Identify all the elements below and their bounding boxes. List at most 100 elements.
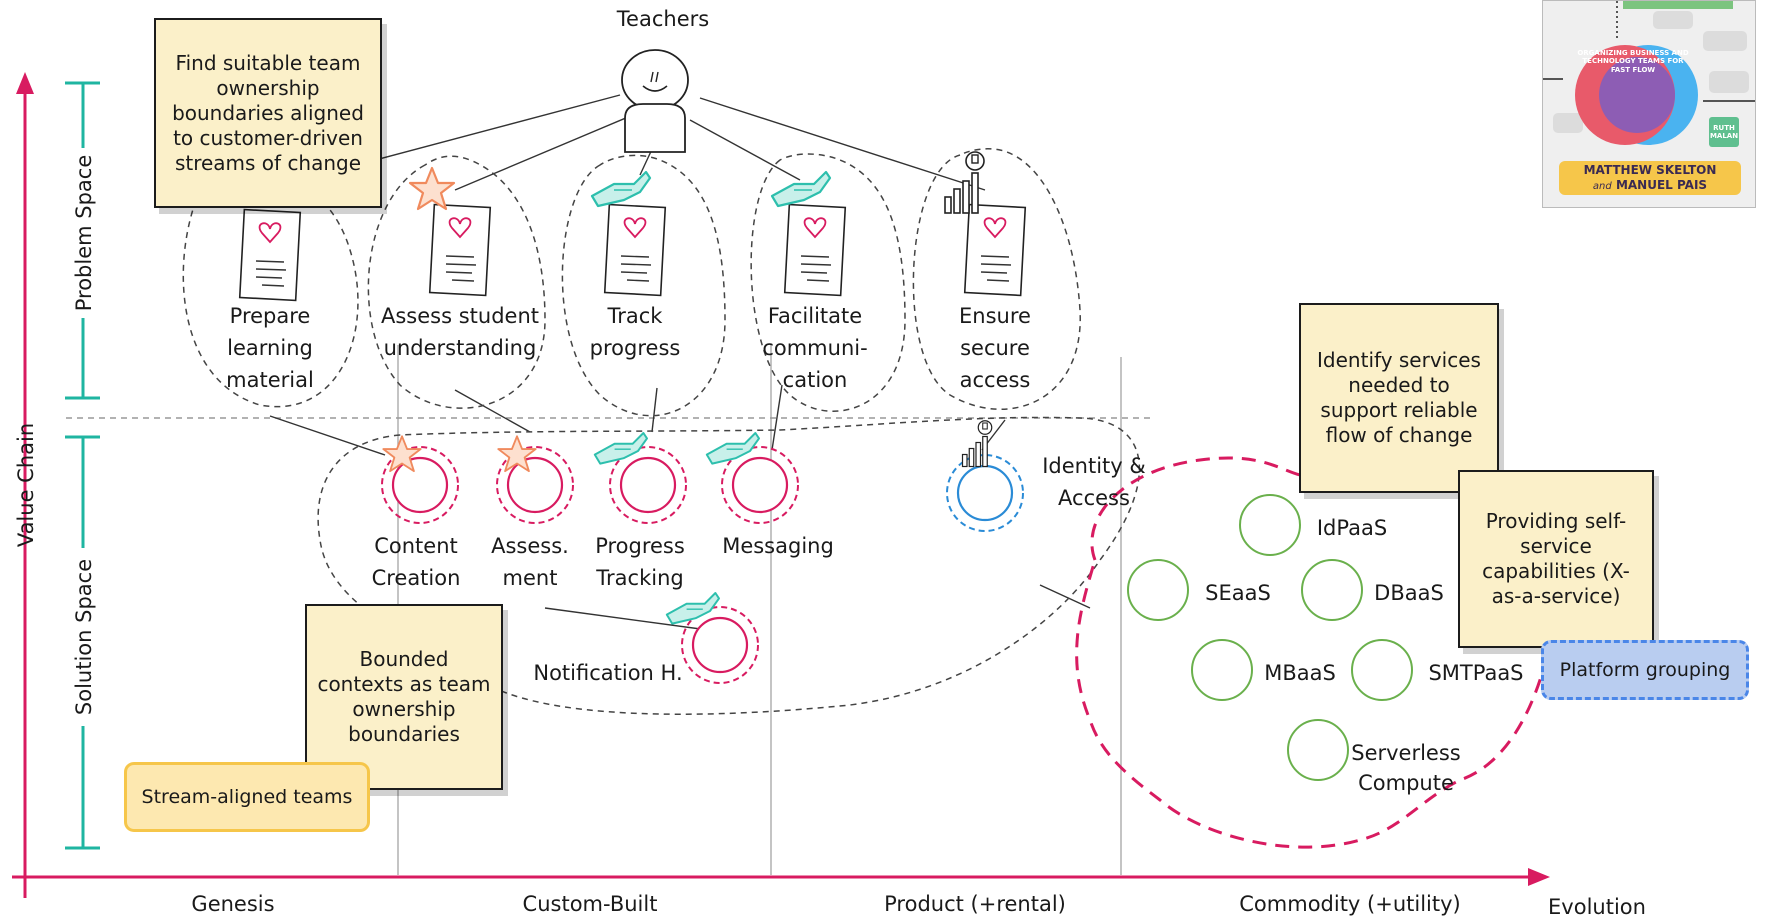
document-icon <box>603 203 667 297</box>
x-axis-label: Evolution <box>1548 895 1646 919</box>
document-icon <box>428 203 492 297</box>
problem-space-label: Problem Space <box>72 155 96 312</box>
platform-service-label: SMTPaaS <box>1428 661 1523 685</box>
note-team-boundaries: Find suitable team ownership boundaries … <box>154 18 382 208</box>
component-outer-ring <box>946 454 1024 532</box>
need-label-line: progress <box>590 336 681 360</box>
need-label: Prepare learning material <box>226 304 314 392</box>
book-author-2: MANUEL PAIS <box>1615 178 1708 192</box>
component-label: Assess.ment <box>491 534 569 590</box>
component-circle <box>691 616 749 674</box>
note-bounded-contexts: Bounded contexts as team ownership bound… <box>305 604 503 790</box>
platform-service-node: MBaaS <box>1191 639 1336 701</box>
platform-service-label-line: SMTPaaS <box>1428 661 1523 685</box>
platform-service-node: SMTPaaS <box>1351 639 1524 701</box>
bar-chart-wrench-icon <box>944 151 985 214</box>
component-label-line: Messaging <box>722 534 834 558</box>
need-label-line: learning <box>227 336 313 360</box>
book-foreword: RUTH MALAN <box>1709 117 1739 147</box>
need-label-line: access <box>960 368 1031 392</box>
component-label-line: ment <box>503 566 558 590</box>
platform-service-node: SEaaS <box>1127 559 1271 621</box>
platform-service-label-line: MBaaS <box>1264 661 1336 685</box>
component-node: Identity & Access <box>946 420 1146 532</box>
hand-icon <box>590 170 652 208</box>
platform-service-label-line: Compute <box>1358 771 1454 795</box>
component-label-line: Creation <box>372 566 461 590</box>
component-circle <box>619 456 677 514</box>
component-circle <box>506 456 564 514</box>
stream-aligned-boundary <box>317 416 1141 715</box>
platform-service-circle <box>1191 639 1253 701</box>
book-author-1: MATTHEW SKELTON <box>1583 163 1717 177</box>
component-label-line: Identity & <box>1042 454 1146 478</box>
x-axis-arrow <box>1528 868 1550 886</box>
need-label-line: cation <box>783 368 848 392</box>
need-label-line: Facilitate <box>768 304 862 328</box>
component-label: Messaging <box>722 534 834 558</box>
need-label-line: understanding <box>384 336 537 360</box>
platform-boundary <box>1075 456 1555 849</box>
component-circle <box>391 456 449 514</box>
platform-service-label-line: SEaaS <box>1205 581 1271 605</box>
need-label-line: Ensure <box>959 304 1031 328</box>
hand-icon <box>770 170 832 208</box>
component-label-line: Tracking <box>595 566 683 590</box>
users-label: Teachers <box>616 7 709 31</box>
platform-service-circle <box>1239 494 1301 556</box>
stage-label-custom-built: Custom-Built <box>523 892 658 916</box>
platform-service-label: IdPaaS <box>1317 516 1387 540</box>
tag-stream-aligned-teams: Stream-aligned teams <box>124 762 370 832</box>
axes: Value Chain Problem Space Solution Space… <box>12 72 1646 919</box>
component-outer-ring <box>721 446 799 524</box>
tag-platform-grouping: Platform grouping <box>1541 640 1749 700</box>
need-clusters <box>182 148 1081 417</box>
note-self-service: Providing self-service capabilities (X-a… <box>1458 470 1654 648</box>
component-label-line: Notification H. <box>533 661 682 685</box>
stage-label-genesis: Genesis <box>191 892 274 916</box>
component-circle <box>956 464 1014 522</box>
platform-service-label-line: Serverless <box>1351 741 1461 765</box>
document-icon <box>238 208 302 302</box>
book-author-and: and <box>1592 181 1612 192</box>
y-axis-arrow <box>16 72 34 94</box>
component-label-line: Access <box>1058 486 1130 510</box>
platform-service-label: MBaaS <box>1264 661 1336 685</box>
note-identify-services: Identify services needed to support reli… <box>1299 303 1499 493</box>
platform-service-label-line: DBaaS <box>1374 581 1444 605</box>
component-label: Notification H. <box>533 661 682 685</box>
stage-label-product: Product (+rental) <box>884 892 1066 916</box>
platform-service-node: DBaaS <box>1301 559 1444 621</box>
need-label-line: Assess student <box>381 304 539 328</box>
need-label-line: Prepare <box>230 304 311 328</box>
star-icon <box>408 166 456 211</box>
document-icon <box>963 203 1027 297</box>
component-label: Identity & Access <box>1042 454 1146 510</box>
needs-layer: Prepare learning material Assess student und… <box>226 151 1031 392</box>
need-label-line: communi- <box>762 336 867 360</box>
component-node: Notification H. <box>533 592 759 685</box>
need-label-line: secure <box>960 336 1030 360</box>
platform-service-label-line: IdPaaS <box>1317 516 1387 540</box>
book-authors: MATTHEW SKELTON and MANUEL PAIS <box>1559 161 1741 195</box>
book-title: ORGANIZING BUSINESS AND TECHNOLOGY TEAMS… <box>1577 49 1689 74</box>
component-outer-ring <box>609 446 687 524</box>
book-cover-image: ORGANIZING BUSINESS AND TECHNOLOGY TEAMS… <box>1542 0 1756 208</box>
component-circle <box>731 456 789 514</box>
stage-label-commodity: Commodity (+utility) <box>1239 892 1460 916</box>
platform-service-label: DBaaS <box>1374 581 1444 605</box>
platform-service-node: IdPaaS <box>1239 494 1387 556</box>
need-label-line: material <box>226 368 314 392</box>
component-node: Assess.ment <box>491 435 574 590</box>
platform-service-circle <box>1351 639 1413 701</box>
need-label-line: Track <box>607 304 664 328</box>
